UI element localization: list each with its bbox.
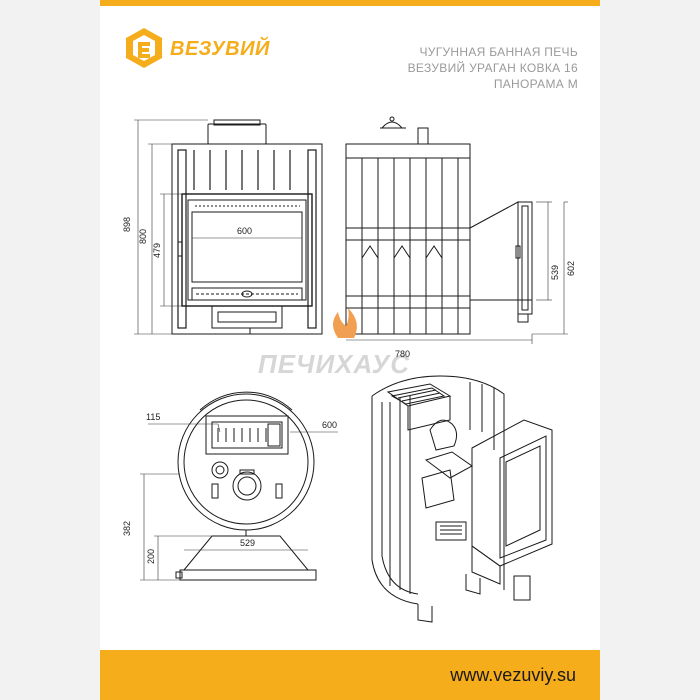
right-margin-band	[600, 0, 700, 700]
dim-front-total-height: 898	[122, 217, 132, 232]
vezuviy-logo-icon	[126, 28, 162, 68]
title-line-1: ЧУГУННАЯ БАННАЯ ПЕЧЬ	[419, 45, 578, 59]
watermark-text: ПЕЧИХАУС	[258, 349, 410, 379]
dim-front-body-height: 800	[138, 229, 148, 244]
product-title: ЧУГУННАЯ БАННАЯ ПЕЧЬ ВЕЗУВИЙ УРАГАН КОВК…	[408, 44, 578, 92]
top-view	[175, 391, 317, 581]
title-line-2: ВЕЗУВИЙ УРАГАН КОВКА 16	[407, 61, 578, 75]
dim-top-base-width: 529	[240, 538, 255, 548]
title-line-3: ПАНОРАМА М	[493, 77, 578, 91]
dim-side-outer-height: 602	[566, 261, 576, 276]
footer-bar: www.vezuviy.su	[100, 650, 600, 700]
product-sheet: ВЕЗУВИЙ ЧУГУННАЯ БАННАЯ ПЕЧЬ ВЕЗУВИЙ УРА…	[100, 0, 600, 700]
dim-front-door-height: 479	[152, 243, 162, 258]
website-link[interactable]: www.vezuviy.su	[450, 665, 576, 685]
brand-logo[interactable]: ВЕЗУВИЙ	[124, 26, 284, 70]
dim-side-depth: 780	[395, 349, 410, 359]
watermark: ПЕЧИХАУС	[258, 308, 410, 379]
dim-top-tunnel-offset: 115	[146, 412, 160, 422]
dimension-lines	[134, 119, 568, 581]
left-margin-band	[0, 0, 100, 700]
dim-side-inner-height: 539	[550, 265, 560, 280]
dim-top-base-height: 200	[146, 549, 156, 564]
top-accent-bar	[100, 0, 600, 6]
front-view	[171, 119, 323, 335]
cutaway-view	[371, 375, 553, 623]
dim-front-glass-width: 600	[237, 226, 252, 236]
brand-name: ВЕЗУВИЙ	[170, 38, 270, 60]
dim-top-diameter: 600	[322, 420, 337, 430]
technical-drawing: ПЕЧИХАУС 898 800 479 600 780 539 602 115…	[122, 116, 576, 623]
side-view	[345, 116, 533, 335]
dim-top-depth: 382	[122, 521, 132, 536]
flame-icon	[333, 308, 357, 338]
